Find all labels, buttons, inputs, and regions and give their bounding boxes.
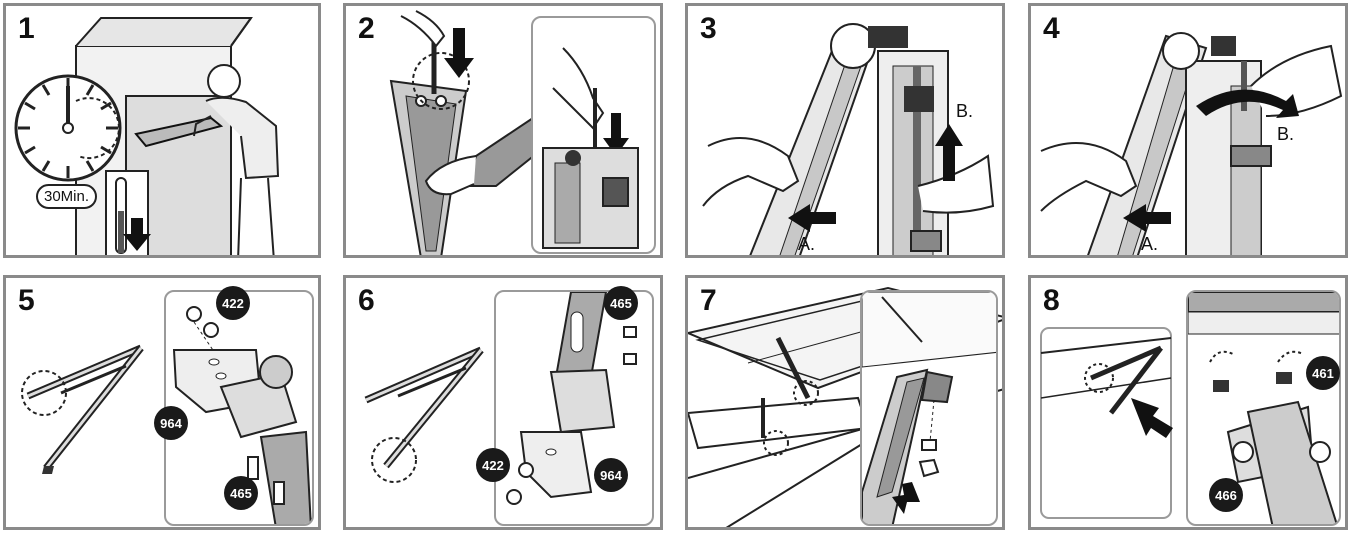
part-badge-465: 465 — [604, 286, 638, 320]
step-number: 2 — [358, 12, 375, 45]
part-badge-466: 466 — [1209, 478, 1243, 512]
bracket-detail — [506, 292, 637, 505]
step-number: 8 — [1043, 284, 1060, 317]
part-badge-422: 422 — [216, 286, 250, 320]
step-2-illustration — [389, 10, 548, 255]
step-7-panel: 7 — [685, 275, 1005, 530]
label-a: A. — [1141, 234, 1159, 254]
step-5-panel: 5 422 964 465 — [3, 275, 321, 530]
step-number: 7 — [700, 284, 717, 317]
part-badge-964: 964 — [594, 458, 628, 492]
part-badge-422: 422 — [476, 448, 510, 482]
step-number: 1 — [18, 12, 35, 45]
step-6-panel: 6 465 422 964 — [343, 275, 663, 530]
bracket-detail — [862, 292, 996, 524]
detail-inset — [531, 16, 656, 254]
detail-inset — [164, 290, 314, 526]
step-8-illustration — [1040, 327, 1173, 519]
bracket-detail — [172, 306, 312, 524]
step-6-illustration — [364, 346, 484, 483]
step-3-panel: 3 A. B. — [685, 3, 1005, 258]
label-b: B. — [1277, 124, 1295, 144]
part-badge-964: 964 — [154, 406, 188, 440]
step-1-panel: 1 30Min. — [3, 3, 321, 258]
bracket-detail — [542, 47, 639, 249]
part-badge-465: 465 — [224, 476, 258, 510]
time-label: 30Min. — [36, 184, 98, 209]
step-2-panel: 2 — [343, 3, 663, 258]
step-4-panel: 4 A. B. — [1028, 3, 1348, 258]
clock-icon — [14, 74, 122, 182]
detail-inset — [860, 290, 998, 526]
step-4-illustration — [1040, 32, 1343, 255]
step-number: 6 — [358, 284, 375, 317]
step-number: 3 — [700, 12, 717, 45]
label-b: B. — [956, 101, 974, 121]
step-number: 5 — [18, 284, 35, 317]
label-a: A. — [798, 234, 816, 254]
part-badge-461: 461 — [1306, 356, 1340, 390]
detail-inset — [494, 290, 654, 526]
step-number: 4 — [1043, 12, 1060, 45]
step-5-illustration — [21, 344, 144, 474]
step-3-illustration — [702, 23, 995, 255]
step-8-panel: 8 461 466 — [1028, 275, 1348, 530]
thermometer-icon — [105, 170, 151, 255]
bracket-detail — [1188, 292, 1339, 524]
